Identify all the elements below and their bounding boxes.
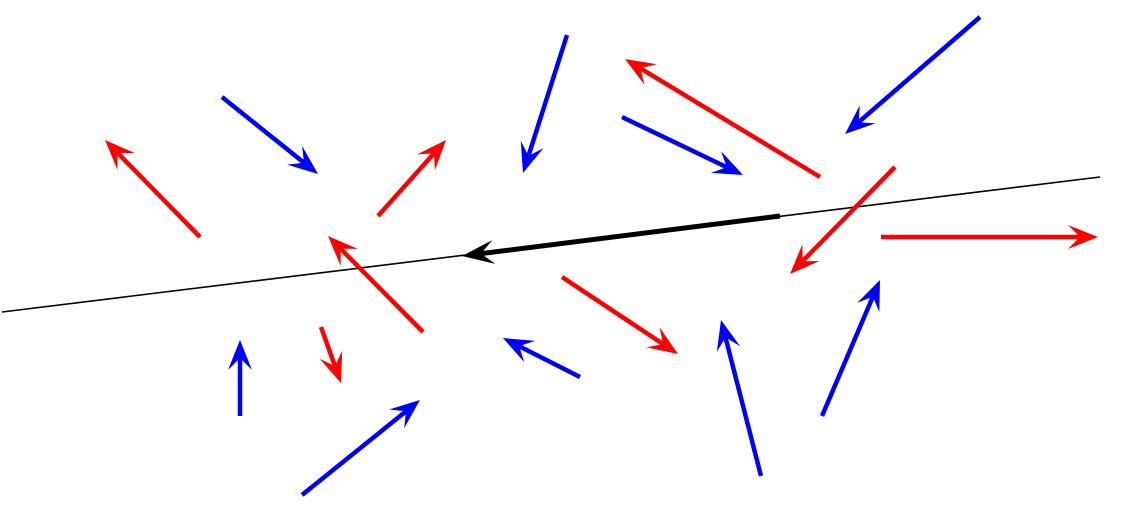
normal-layer [462,213,781,264]
normal-vector-arrow-shaft [479,213,781,257]
blue-arrow-1 [220,95,318,174]
red-arrow-3-head [328,236,358,266]
blue-arrow-7-shaft [516,343,582,380]
blue-arrow-6-head [389,400,420,429]
red-arrow-8-shaft [560,275,666,347]
blue-arrow-4-head [845,105,876,134]
blue-arrow-2-shaft [525,34,570,158]
blue-arrow-1-head [287,145,318,174]
blue-arrow-5 [228,340,252,416]
blue-arrow-6-shaft [300,408,409,497]
red-arrow-6-head [790,244,820,274]
red-arrow-6 [790,165,897,274]
blue-arrow-9-shaft [819,294,876,417]
blue-arrow-7-head [503,338,536,363]
blue-arrow-3-shaft [621,114,730,170]
red-arrow-1 [105,140,202,239]
red-arrow-6-shaft [799,165,897,264]
blue-arrow-9-head [857,280,880,313]
red-arrow-4-shaft [318,326,338,369]
red-arrow-2 [376,140,446,218]
red-arrow-2-head [417,140,446,171]
blue-arrow-5-head [228,340,252,370]
red-arrow-3 [328,236,425,334]
blue-arrow-8 [716,320,764,477]
blue-arrow-3 [621,114,743,175]
blue-arrow-7 [503,338,582,380]
red-arrow-5-shaft [637,65,822,179]
blue-arrow-4 [845,15,982,134]
red-arrow-1-shaft [114,150,202,239]
red-arrow-4 [318,326,343,383]
arrows-layer [105,15,1098,497]
blue-arrow-8-head [716,320,741,352]
red-arrow-8 [560,275,678,354]
blue-arrow-2-head [520,140,544,173]
normal-vector-arrow-head [462,240,496,264]
red-arrow-8-head [646,327,678,354]
blue-arrow-8-shaft [722,335,764,477]
red-arrow-1-head [105,140,135,170]
red-arrow-7-head [1068,225,1098,249]
blue-arrow-4-shaft [855,15,982,125]
blue-arrow-1-shaft [220,95,307,166]
normal-vector-arrow [462,213,781,264]
red-arrow-7 [881,225,1098,249]
blue-arrow-9 [819,280,880,417]
blue-arrow-6 [300,400,420,497]
red-arrow-5-head [625,59,657,85]
red-arrow-2-shaft [376,150,437,218]
red-arrow-3-shaft [338,246,425,334]
red-arrow-4-head [319,350,343,383]
blue-arrow-3-head [710,151,743,175]
red-arrow-5 [625,59,822,179]
blue-arrow-2 [520,34,570,173]
